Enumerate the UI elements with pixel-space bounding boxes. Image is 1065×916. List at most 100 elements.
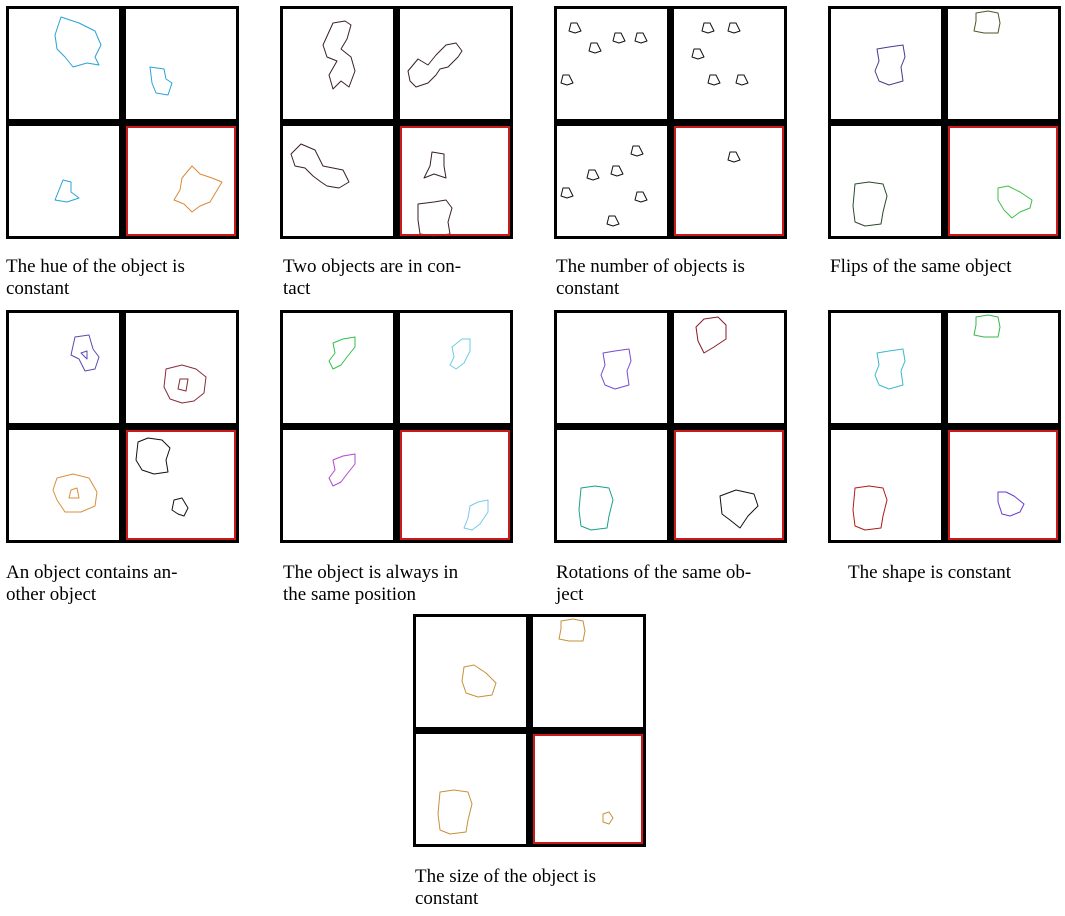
example-cell xyxy=(416,734,526,844)
caption-line: tact xyxy=(283,278,533,300)
cell-background xyxy=(674,313,784,423)
cell-background xyxy=(557,430,667,540)
answer-cell xyxy=(533,734,643,844)
caption-contact: Two objects are in con- tact xyxy=(283,256,533,300)
panel-contains xyxy=(6,310,241,543)
example-cell xyxy=(283,9,393,119)
example-cell xyxy=(533,617,643,727)
example-cell xyxy=(283,430,393,540)
cell-background xyxy=(831,313,941,423)
caption-rotations: Rotations of the same ob- ject xyxy=(556,562,806,606)
caption-line: The number of objects is xyxy=(556,256,806,278)
answer-cell xyxy=(948,430,1058,540)
example-cell xyxy=(283,126,393,236)
example-cell xyxy=(831,313,941,423)
cell-background xyxy=(948,126,1058,236)
panel-grid xyxy=(554,310,787,543)
cell-background xyxy=(674,430,784,540)
cell-background xyxy=(126,313,236,423)
example-cell xyxy=(283,313,393,423)
caption-line: ject xyxy=(556,584,806,606)
example-cell xyxy=(400,313,510,423)
caption-line: other object xyxy=(6,584,256,606)
cell-background xyxy=(533,617,643,727)
caption-line: constant xyxy=(6,278,256,300)
cell-background xyxy=(557,313,667,423)
cell-background xyxy=(557,126,667,236)
caption-line: constant xyxy=(556,278,806,300)
example-cell xyxy=(416,617,526,727)
example-cell xyxy=(948,313,1058,423)
panel-flips xyxy=(828,6,1063,239)
caption-line: Rotations of the same ob- xyxy=(556,562,806,584)
cell-background xyxy=(948,313,1058,423)
cell-background xyxy=(283,430,393,540)
cell-background xyxy=(674,126,784,236)
cell-background xyxy=(557,9,667,119)
example-cell xyxy=(9,126,119,236)
cell-background xyxy=(9,313,119,423)
cell-background xyxy=(126,430,236,540)
cell-background xyxy=(283,126,393,236)
caption-line: Flips of the same object xyxy=(830,256,1065,278)
example-cell xyxy=(9,9,119,119)
cell-background xyxy=(400,126,510,236)
caption-hue: The hue of the object is constant xyxy=(6,256,256,300)
example-cell xyxy=(126,313,236,423)
caption-line: The object is always in xyxy=(283,562,533,584)
example-cell xyxy=(831,430,941,540)
panel-grid xyxy=(828,6,1061,239)
cell-background xyxy=(9,430,119,540)
panel-position xyxy=(280,310,515,543)
panel-grid xyxy=(828,310,1061,543)
answer-cell xyxy=(948,126,1058,236)
example-cell xyxy=(557,9,667,119)
cell-background xyxy=(831,9,941,119)
cell-background xyxy=(948,430,1058,540)
caption-number: The number of objects is constant xyxy=(556,256,806,300)
example-cell xyxy=(9,313,119,423)
panel-contact xyxy=(280,6,515,239)
cell-background xyxy=(400,9,510,119)
example-cell xyxy=(9,430,119,540)
example-cell xyxy=(948,9,1058,119)
cell-background xyxy=(9,9,119,119)
cell-background xyxy=(126,9,236,119)
panel-grid xyxy=(280,310,513,543)
cell-background xyxy=(9,126,119,236)
caption-shape: The shape is constant xyxy=(848,562,1065,584)
cell-background xyxy=(831,430,941,540)
caption-position: The object is always in the same positio… xyxy=(283,562,533,606)
caption-flips: Flips of the same object xyxy=(830,256,1065,278)
cell-background xyxy=(416,734,526,844)
example-cell xyxy=(674,313,784,423)
caption-line: Two objects are in con- xyxy=(283,256,533,278)
cell-background xyxy=(948,9,1058,119)
example-cell xyxy=(126,9,236,119)
example-cell xyxy=(831,126,941,236)
answer-cell xyxy=(126,430,236,540)
cell-background xyxy=(831,126,941,236)
caption-line: the same position xyxy=(283,584,533,606)
caption-line: constant xyxy=(415,888,675,910)
caption-line: The hue of the object is xyxy=(6,256,256,278)
panel-rotations xyxy=(554,310,789,543)
cell-background xyxy=(533,734,643,844)
caption-contains: An object contains an- other object xyxy=(6,562,256,606)
answer-cell xyxy=(674,126,784,236)
example-cell xyxy=(400,9,510,119)
example-cell xyxy=(831,9,941,119)
caption-line: The shape is constant xyxy=(848,562,1065,584)
panel-shape xyxy=(828,310,1063,543)
panel-grid xyxy=(6,310,239,543)
panel-grid xyxy=(6,6,239,239)
cell-background xyxy=(283,313,393,423)
panel-hue xyxy=(6,6,241,239)
caption-line: The size of the object is xyxy=(415,866,675,888)
example-cell xyxy=(557,126,667,236)
example-cell xyxy=(674,9,784,119)
panel-grid xyxy=(413,614,646,847)
panel-grid xyxy=(554,6,787,239)
caption-line: An object contains an- xyxy=(6,562,256,584)
cell-background xyxy=(416,617,526,727)
